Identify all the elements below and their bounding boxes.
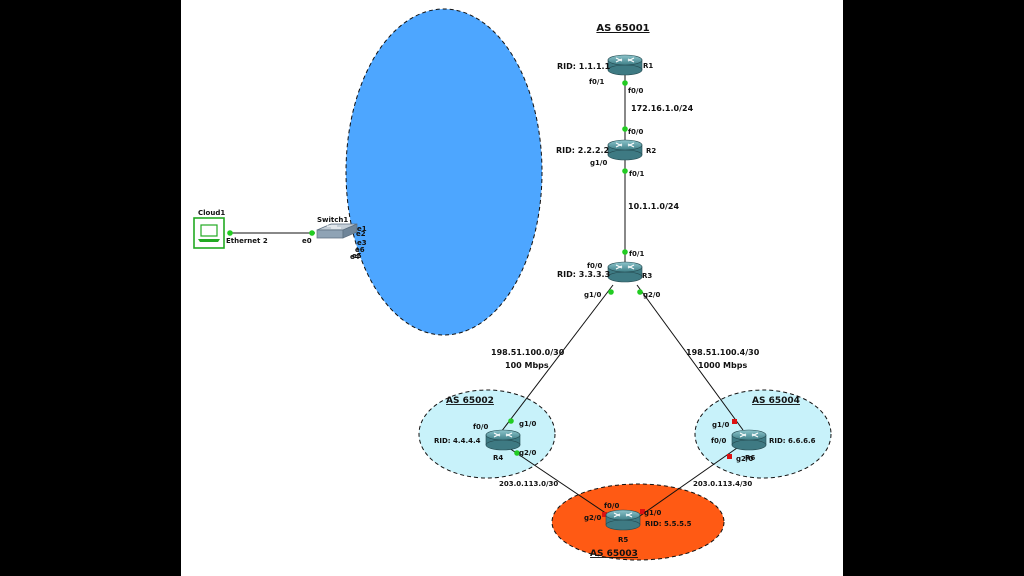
r3-f00-label: f0/0 — [587, 262, 602, 270]
switch-e3-label: e3 — [357, 239, 367, 247]
topology-canvas[interactable]: AS 65001 AS 65002 AS 65004 AS 65003 R1 R… — [181, 0, 843, 576]
topology-diagram: AS 65001 AS 65002 AS 65004 AS 65003 R1 R… — [193, 8, 832, 561]
switch-arrows-icon — [327, 225, 341, 229]
switch-e6-label: e6 — [355, 246, 365, 254]
switch-e0-label: e0 — [302, 237, 312, 245]
switch-e5-label: e5 — [352, 252, 362, 260]
r4-g10-label: g1/0 — [519, 420, 536, 428]
r5-name: R5 — [618, 536, 628, 544]
port-status-dots — [227, 80, 643, 456]
cloud1-port-label: Ethernet 2 — [226, 237, 268, 245]
r1-rid: RID: 1.1.1.1 — [557, 62, 611, 71]
switch-e1-label: e1 — [357, 225, 367, 233]
r4-f00-label: f0/0 — [473, 423, 488, 431]
r1-f00-label: f0/0 — [628, 87, 643, 95]
r5-g20-label: g2/0 — [584, 514, 601, 522]
r2-f00-label: f0/0 — [628, 128, 643, 136]
r4-g20-label: g2/0 — [519, 449, 536, 457]
r4-rid: RID: 4.4.4.4 — [434, 437, 481, 445]
as65003-title: AS 65003 — [590, 549, 638, 559]
link-r3-r4-speed: 100 Mbps — [505, 361, 549, 370]
r1-name: R1 — [643, 62, 653, 70]
r6-g10-label: g1/0 — [712, 421, 729, 429]
router-r3[interactable] — [607, 261, 643, 283]
link-r3-r6-net: 198.51.100.4/30 — [686, 348, 760, 357]
as65002-title: AS 65002 — [446, 396, 494, 406]
laptop-icon — [198, 224, 220, 242]
router-r1[interactable] — [607, 54, 643, 76]
r2-rid: RID: 2.2.2.2 — [556, 146, 609, 155]
r4-name: R4 — [493, 454, 503, 462]
link-r3-r6-speed: 1000 Mbps — [698, 361, 747, 370]
port-down-dots — [602, 419, 737, 517]
r3-rid: RID: 3.3.3.3 — [557, 270, 610, 279]
r5-rid: RID: 5.5.5.5 — [645, 520, 692, 528]
router-r4[interactable] — [485, 429, 521, 451]
switch-e2-label: e2 — [356, 230, 366, 238]
link-r4-r5-label: 203.0.113.0/30 — [499, 480, 558, 488]
cloud1-node[interactable] — [193, 217, 225, 249]
link-r6-r5-label: 203.0.113.4/30 — [693, 480, 752, 488]
as65001-title: AS 65001 — [596, 23, 649, 34]
r6-g20-label: g2/0 — [736, 455, 753, 463]
r6-rid: RID: 6.6.6.6 — [769, 437, 816, 445]
cloud1-name: Cloud1 — [198, 209, 225, 217]
link-r3-r6[interactable] — [636, 284, 744, 431]
r3-g10-label: g1/0 — [584, 291, 601, 299]
link-r3-r4-net: 198.51.100.0/30 — [491, 348, 565, 357]
router-r2[interactable] — [607, 139, 643, 161]
r2-f01-label: f0/1 — [629, 170, 644, 178]
router-r5[interactable] — [605, 509, 641, 531]
r3-name: R3 — [642, 272, 652, 280]
r6-name: R6 — [745, 454, 755, 462]
r6-f00-label: f0/0 — [711, 437, 726, 445]
as65001-zone — [345, 8, 543, 336]
r5-f00-label: f0/0 — [604, 502, 619, 510]
router-r6[interactable] — [731, 429, 767, 451]
r1-f01-label: f0/1 — [589, 78, 604, 86]
link-r3-r4[interactable] — [500, 284, 614, 433]
link-r6-r5[interactable] — [636, 447, 738, 519]
r2-g10-label: g1/0 — [590, 159, 607, 167]
link-r1-r2-label: 172.16.1.0/24 — [631, 104, 694, 113]
switch1-name: Switch1 — [317, 216, 348, 224]
r3-g20-label: g2/0 — [643, 291, 660, 299]
r2-name: R2 — [646, 147, 656, 155]
link-r2-r3-label: 10.1.1.0/24 — [628, 202, 679, 211]
as65004-title: AS 65004 — [752, 396, 800, 406]
switch-e4-label: e4 — [350, 253, 360, 261]
r5-g10-label: g1/0 — [644, 509, 661, 517]
r3-f01-label: f0/1 — [629, 250, 644, 258]
link-r4-r5[interactable] — [508, 447, 614, 519]
switch1-node[interactable] — [316, 223, 358, 239]
